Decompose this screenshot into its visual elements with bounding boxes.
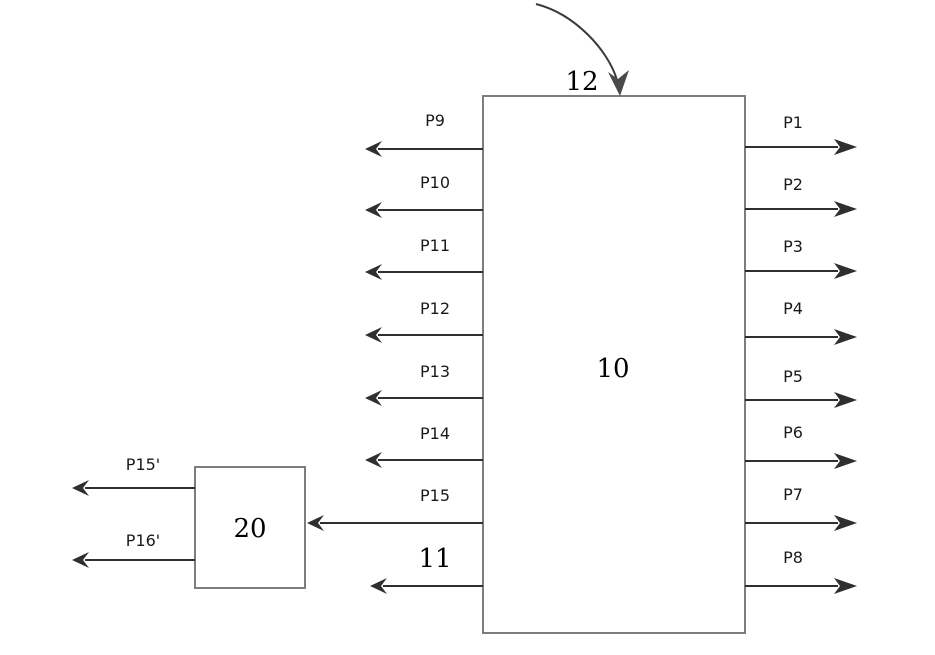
- label-p15: P15: [420, 486, 450, 505]
- block-10-ref-label: 10: [596, 354, 629, 384]
- right-ports-group: [745, 139, 857, 594]
- port-line-p3[interactable]: [745, 263, 857, 279]
- label-p16-prime: P16': [126, 531, 160, 550]
- right-port-labels: P1 P2 P3 P4 P5 P6 P7 P8: [783, 113, 803, 567]
- block-10-rect[interactable]: [482, 95, 746, 634]
- port-line-p16-prime[interactable]: [72, 552, 195, 568]
- label-p1: P1: [783, 113, 803, 132]
- port-line-p14[interactable]: [365, 452, 483, 468]
- port-line-p5[interactable]: [745, 392, 857, 408]
- port-line-11[interactable]: [370, 578, 483, 594]
- label-p13: P13: [420, 362, 450, 381]
- label-p5: P5: [783, 367, 803, 386]
- label-p7: P7: [783, 485, 803, 504]
- label-p8: P8: [783, 548, 803, 567]
- port-line-p9[interactable]: [365, 141, 483, 157]
- port-line-p2[interactable]: [745, 201, 857, 217]
- block-20-outputs-group: [72, 480, 195, 568]
- port-line-p10[interactable]: [365, 202, 483, 218]
- port-line-p15-prime[interactable]: [72, 480, 195, 496]
- label-p2: P2: [783, 175, 803, 194]
- port-line-p7[interactable]: [745, 515, 857, 531]
- port-line-p8[interactable]: [745, 578, 857, 594]
- label-p6: P6: [783, 423, 803, 442]
- label-p12: P12: [420, 299, 450, 318]
- port-line-p12[interactable]: [365, 327, 483, 343]
- label-p10: P10: [420, 173, 450, 192]
- label-p11: P11: [420, 236, 450, 255]
- port-line-p13[interactable]: [365, 390, 483, 406]
- label-p14: P14: [420, 424, 450, 443]
- block-20-ref-label: 20: [233, 514, 266, 544]
- port-line-p6[interactable]: [745, 453, 857, 469]
- leader-arrow-12: [535, 3, 629, 96]
- left-ports-group: [365, 141, 483, 468]
- ref-label-12: 12: [565, 67, 598, 97]
- port-line-p4[interactable]: [745, 329, 857, 345]
- label-p3: P3: [783, 237, 803, 256]
- port-line-p15[interactable]: [307, 515, 483, 531]
- label-p15-prime: P15': [126, 455, 160, 474]
- label-p9: P9: [425, 111, 445, 130]
- left-port-labels: P9 P10 P11 P12 P13 P14 P15: [420, 111, 450, 505]
- block-20-output-labels: P15' P16': [126, 455, 160, 550]
- ref-label-11: 11: [418, 544, 451, 574]
- port-line-p1[interactable]: [745, 139, 857, 155]
- port-line-p11[interactable]: [365, 264, 483, 280]
- label-p4: P4: [783, 299, 803, 318]
- block-20-rect[interactable]: [194, 466, 306, 589]
